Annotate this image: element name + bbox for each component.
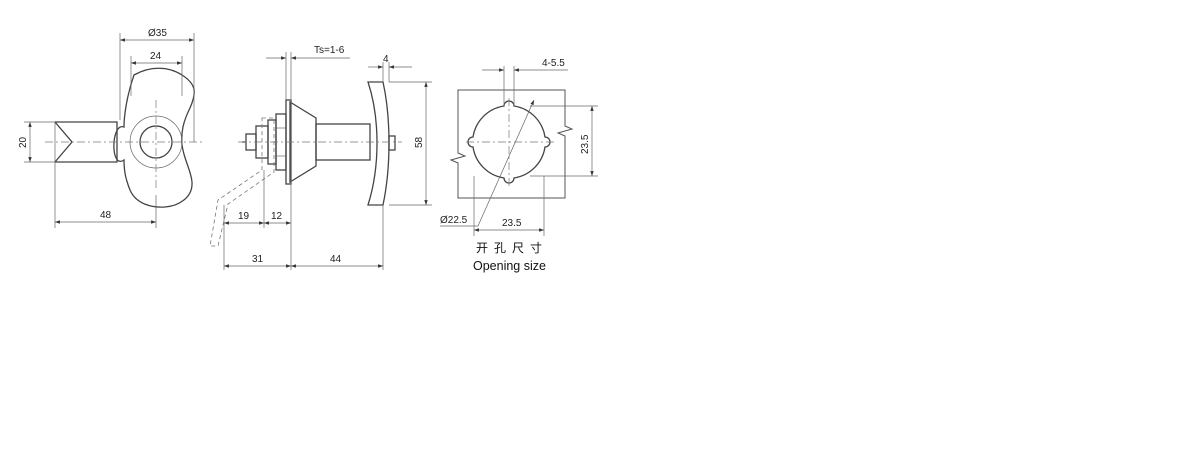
dim-total-height: 58 (414, 136, 425, 148)
dim-cutout-height: 23.5 (580, 134, 591, 154)
dim-len-44: 44 (330, 254, 342, 265)
dim-cutout-width: 23.5 (502, 218, 522, 229)
caption-chinese: 开孔尺寸 (476, 241, 548, 255)
cutout-view: 4-5.5 23.5 23.5 Ø22.5 开孔尺寸 Opening size (440, 58, 598, 273)
dim-len-12: 12 (271, 211, 283, 222)
dim-diameter-head: Ø35 (148, 28, 167, 39)
dim-cutout-tab: 4-5.5 (542, 58, 565, 69)
dim-len-31: 31 (252, 254, 264, 265)
side-view: Ts=1-6 4 58 19 12 31 44 (209, 45, 432, 270)
dim-flange-thickness: 4 (383, 54, 389, 65)
dim-cutout-diameter: Ø22.5 (440, 215, 468, 226)
dim-head-inner: 24 (150, 51, 162, 62)
front-view: Ø35 24 20 48 (18, 28, 205, 228)
dim-ts-range: Ts=1-6 (314, 45, 345, 56)
dim-length-handle: 48 (100, 210, 112, 221)
dim-height-head: 20 (18, 136, 29, 148)
dim-len-19: 19 (238, 211, 250, 222)
caption-english: Opening size (473, 259, 546, 273)
